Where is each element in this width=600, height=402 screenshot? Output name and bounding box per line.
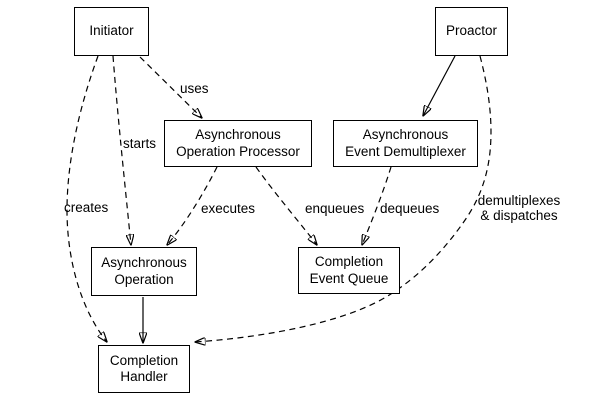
edge-executes-line <box>167 166 218 245</box>
node-async-operation: Asynchronous Operation <box>91 247 197 296</box>
edge-label-executes: executes <box>201 201 256 216</box>
edge-uses-line <box>139 56 202 118</box>
edge-creates-line <box>66 55 107 342</box>
edge-label-creates: creates <box>64 200 109 215</box>
edge-demultiplexes-dispatches-line <box>195 55 492 342</box>
node-completion-handler: Completion Handler <box>98 345 190 393</box>
edge-starts-line <box>112 55 131 245</box>
edge-dequeues-line <box>362 166 392 245</box>
edge-label-enqueues: enqueues <box>305 201 365 216</box>
node-async-operation-processor: Asynchronous Operation Processor <box>164 120 312 167</box>
edge-label-demultiplexes-dispatches: demultiplexes & dispatches <box>477 193 561 223</box>
node-completion-event-queue: Completion Event Queue <box>298 247 400 294</box>
edge-label-uses: uses <box>180 81 209 96</box>
node-proactor: Proactor <box>435 7 508 56</box>
node-initiator: Initiator <box>74 7 149 56</box>
edge-label-starts: starts <box>123 136 157 151</box>
node-async-event-demultiplexer: Asynchronous Event Demultiplexer <box>333 120 478 167</box>
edge-label-dequeues: dequeues <box>380 201 440 216</box>
edge-enqueues-line <box>255 166 317 245</box>
edge-proactor-demultiplexer-line <box>423 55 456 116</box>
